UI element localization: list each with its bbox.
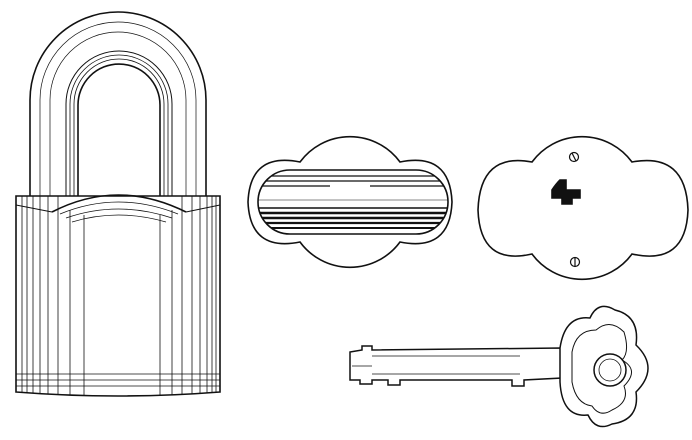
screw-top bbox=[568, 151, 580, 163]
screw-bottom bbox=[569, 256, 581, 268]
escutcheon-slot bbox=[247, 135, 453, 269]
key bbox=[349, 305, 649, 428]
slot-band bbox=[257, 169, 449, 235]
padlock bbox=[15, 11, 221, 397]
escutcheon-keyhole bbox=[477, 135, 689, 281]
padlock-shackle bbox=[29, 11, 207, 215]
keyhole bbox=[551, 179, 581, 205]
padlock-body bbox=[15, 194, 221, 397]
